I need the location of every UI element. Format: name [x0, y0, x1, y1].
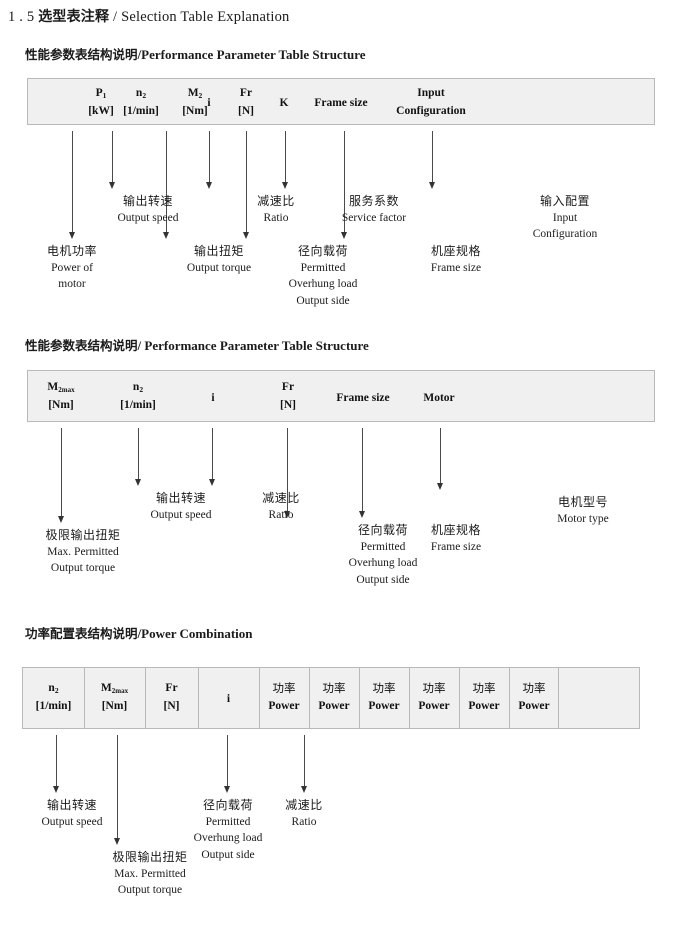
- note-frame-size-1: 机座规格 Frame size: [430, 244, 482, 275]
- arrow-output-speed-2: [134, 428, 143, 486]
- arrow-max-output-torque-3: [113, 735, 122, 845]
- arrow-service-factor: [281, 131, 290, 189]
- arrow-overhung-load: [242, 131, 251, 239]
- arrow-ratio-3: [300, 735, 309, 793]
- note-ratio-3: 减速比 Ratio: [285, 798, 323, 829]
- arrow-p1: [68, 131, 77, 239]
- section-heading-cn: 性能参数表结构说明: [25, 47, 138, 62]
- page-title-en: Selection Table Explanation: [121, 9, 290, 25]
- table3-separator: [309, 668, 310, 728]
- arrow-i: [205, 131, 214, 189]
- note-max-output-torque-3: 极限输出扭矩 Max. Permitted Output torque: [112, 850, 188, 897]
- arrow-frame-size-2: [358, 428, 367, 518]
- table1-col-i: i: [207, 97, 211, 109]
- section-heading-en: Power Combination: [141, 626, 253, 641]
- note-output-speed-1: 输出转速 Output speed: [117, 194, 179, 225]
- table3-separator: [259, 668, 260, 728]
- table1-col-frame-size: Frame size: [314, 97, 368, 109]
- table1-col-fr: Fr [N]: [238, 87, 254, 117]
- arrow-max-output-torque-2: [57, 428, 66, 523]
- table2-col-i: i: [211, 392, 215, 404]
- arrow-input-configuration: [428, 131, 437, 189]
- note-overhung-load-1: 径向载荷 Permitted Overhung load Output side: [288, 244, 358, 307]
- note-overhung-load-3: 径向载荷 Permitted Overhung load Output side: [193, 798, 263, 861]
- arrow-overhung-load-2: [283, 428, 292, 518]
- table3-separator: [509, 668, 510, 728]
- arrow-frame-size: [340, 131, 349, 239]
- performance-parameter-table-1: P1 [kW] n2 [1/min] M2 [Nm] i Fr [N] K Fr…: [27, 78, 655, 125]
- table3-col-fr: Fr [N]: [163, 682, 180, 712]
- table3-col-power-3: 功率 Power: [368, 681, 400, 712]
- table3-separator: [84, 668, 85, 728]
- note-max-output-torque-2: 极限输出扭矩 Max. Permitted Output torque: [45, 528, 121, 575]
- note-motor-type-2: 电机型号 Motor type: [557, 495, 609, 526]
- table2-col-fr: Fr [N]: [280, 381, 296, 411]
- table3-col-n2: n2 [1/min]: [35, 682, 72, 712]
- section-heading-en: Performance Parameter Table Structure: [144, 338, 369, 353]
- page-title-number: 1 . 5: [8, 9, 35, 25]
- note-power-of-motor: 电机功率 Power of motor: [46, 244, 98, 291]
- table2-col-m2max: M2max [Nm]: [47, 381, 75, 411]
- arrow-ratio-2: [208, 428, 217, 486]
- note-output-torque-1: 输出扭矩 Output torque: [186, 244, 252, 275]
- table3-separator: [409, 668, 410, 728]
- table1-col-input-configuration: Input Configuration: [396, 87, 466, 117]
- table3-col-power-6: 功率 Power: [518, 681, 550, 712]
- table3-col-m2max: M2max [Nm]: [100, 682, 129, 712]
- arrow-motor-type-2: [436, 428, 445, 490]
- table1-col-m2: M2 [Nm]: [182, 87, 208, 117]
- section-heading-performance-1: 性能参数表结构说明/Performance Parameter Table St…: [25, 44, 366, 63]
- section-heading-performance-2: 性能参数表结构说明/ Performance Parameter Table S…: [25, 335, 369, 354]
- table3-col-power-5: 功率 Power: [468, 681, 500, 712]
- section-heading-separator: /: [137, 338, 142, 353]
- page-title: 1 . 5 选型表注释 / Selection Table Explanatio…: [8, 6, 290, 26]
- note-ratio-2: 减速比 Ratio: [262, 491, 300, 522]
- table3-col-power-4: 功率 Power: [418, 681, 450, 712]
- section-heading-separator: /: [137, 626, 142, 641]
- arrow-m2: [162, 131, 171, 239]
- power-combination-table: n2 [1/min] M2max [Nm] Fr [N] i 功率 Power …: [22, 667, 640, 729]
- table3-separator: [198, 668, 199, 728]
- note-output-speed-2: 输出转速 Output speed: [150, 491, 212, 522]
- page-title-separator: /: [113, 9, 118, 25]
- table3-separator: [145, 668, 146, 728]
- performance-parameter-table-2: M2max [Nm] n2 [1/min] i Fr [N] Frame siz…: [27, 370, 655, 422]
- section-heading-en: Performance Parameter Table Structure: [141, 47, 366, 62]
- table3-separator: [558, 668, 559, 728]
- note-frame-size-2: 机座规格 Frame size: [430, 523, 482, 554]
- table2-col-frame-size: Frame size: [336, 392, 390, 404]
- table1-col-n2: n2 [1/min]: [123, 87, 159, 117]
- page-title-cn: 选型表注释: [38, 9, 110, 25]
- section-heading-cn: 功率配置表结构说明: [25, 626, 138, 641]
- section-heading-separator: /: [137, 47, 142, 62]
- table3-col-power-2: 功率 Power: [318, 681, 350, 712]
- table3-col-i: i: [226, 693, 231, 705]
- note-input-configuration: 输入配置 Input Configuration: [532, 194, 598, 241]
- table3-col-power-1: 功率 Power: [268, 681, 300, 712]
- note-output-speed-3: 输出转速 Output speed: [41, 798, 103, 829]
- arrow-n2: [108, 131, 117, 189]
- note-service-factor: 服务系数 Service factor: [341, 194, 407, 225]
- table1-col-p1: P1 [kW]: [88, 87, 114, 117]
- arrow-output-speed-3: [52, 735, 61, 793]
- section-heading-cn: 性能参数表结构说明: [25, 338, 138, 353]
- note-ratio-1: 减速比 Ratio: [257, 194, 295, 225]
- section-heading-power-combination: 功率配置表结构说明/Power Combination: [25, 623, 253, 642]
- arrow-overhung-load-3: [223, 735, 232, 793]
- table2-col-n2: n2 [1/min]: [120, 381, 156, 411]
- note-overhung-load-2: 径向载荷 Permitted Overhung load Output side: [348, 523, 418, 586]
- table2-col-motor: Motor: [423, 392, 455, 404]
- table1-col-k: K: [279, 97, 289, 109]
- table3-separator: [459, 668, 460, 728]
- table3-separator: [359, 668, 360, 728]
